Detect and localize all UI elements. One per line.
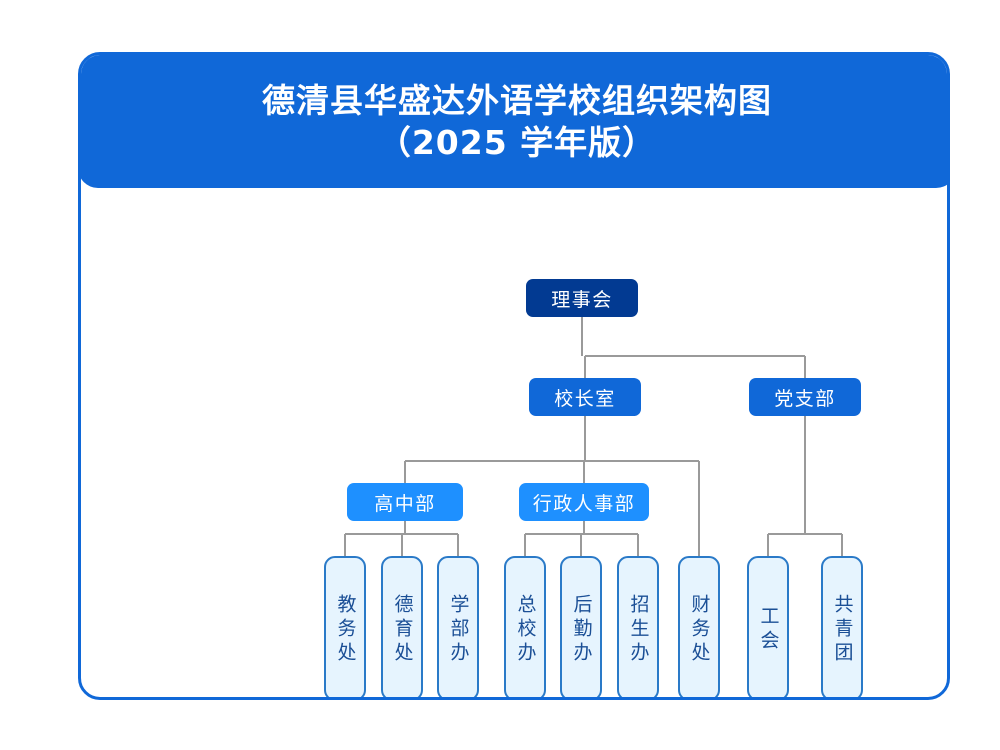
org-node-n6[interactable]: 德育处 bbox=[381, 556, 423, 697]
page-title-line-1: 德清县华盛达外语学校组织架构图 bbox=[262, 80, 772, 120]
org-node-n0[interactable]: 理事会 bbox=[526, 279, 638, 317]
org-node-label: 德育处 bbox=[391, 593, 414, 666]
org-node-n8[interactable]: 总校办 bbox=[504, 556, 546, 697]
org-node-label: 总校办 bbox=[514, 593, 537, 666]
org-node-label: 教务处 bbox=[334, 593, 357, 666]
org-node-n13[interactable]: 共青团 bbox=[821, 556, 863, 697]
org-node-label: 共青团 bbox=[831, 593, 854, 666]
org-node-label: 理事会 bbox=[551, 288, 613, 311]
org-node-label: 校长室 bbox=[554, 387, 616, 410]
chart-header: 德清县华盛达外语学校组织架构图 （2025 学年版） bbox=[81, 55, 947, 188]
org-node-n10[interactable]: 招生办 bbox=[617, 556, 659, 697]
org-node-n5[interactable]: 教务处 bbox=[324, 556, 366, 697]
org-node-n3[interactable]: 高中部 bbox=[347, 483, 463, 521]
org-node-n9[interactable]: 后勤办 bbox=[560, 556, 602, 697]
org-node-label: 高中部 bbox=[374, 492, 436, 515]
org-node-label: 工会 bbox=[757, 605, 780, 654]
org-chart-card: 德清县华盛达外语学校组织架构图 （2025 学年版） 理事会校长室 党支部高中部 行… bbox=[78, 52, 950, 700]
org-node-label: 学部办 bbox=[447, 593, 470, 666]
org-node-label: 行政人事部 bbox=[532, 492, 636, 515]
org-node-n7[interactable]: 学部办 bbox=[437, 556, 479, 697]
org-node-label: 党支部 bbox=[774, 387, 836, 410]
org-node-n2[interactable]: 党支部 bbox=[749, 378, 861, 416]
connector-lines bbox=[344, 317, 843, 556]
org-node-label: 后勤办 bbox=[570, 593, 593, 666]
org-node-n12[interactable]: 工会 bbox=[747, 556, 789, 697]
org-node-n4[interactable]: 行政人事部 bbox=[519, 483, 649, 521]
org-node-n11[interactable]: 财务处 bbox=[678, 556, 720, 697]
org-node-label: 招生办 bbox=[627, 593, 650, 666]
org-node-label: 财务处 bbox=[688, 593, 711, 666]
org-chart-canvas: 理事会校长室 党支部高中部 行政人事部教务处 德育处 学部办 总校办 后勤办 招生办 财务处 工会… bbox=[81, 188, 947, 697]
page-title-line-2: （2025 学年版） bbox=[377, 123, 657, 162]
org-node-n1[interactable]: 校长室 bbox=[529, 378, 641, 416]
